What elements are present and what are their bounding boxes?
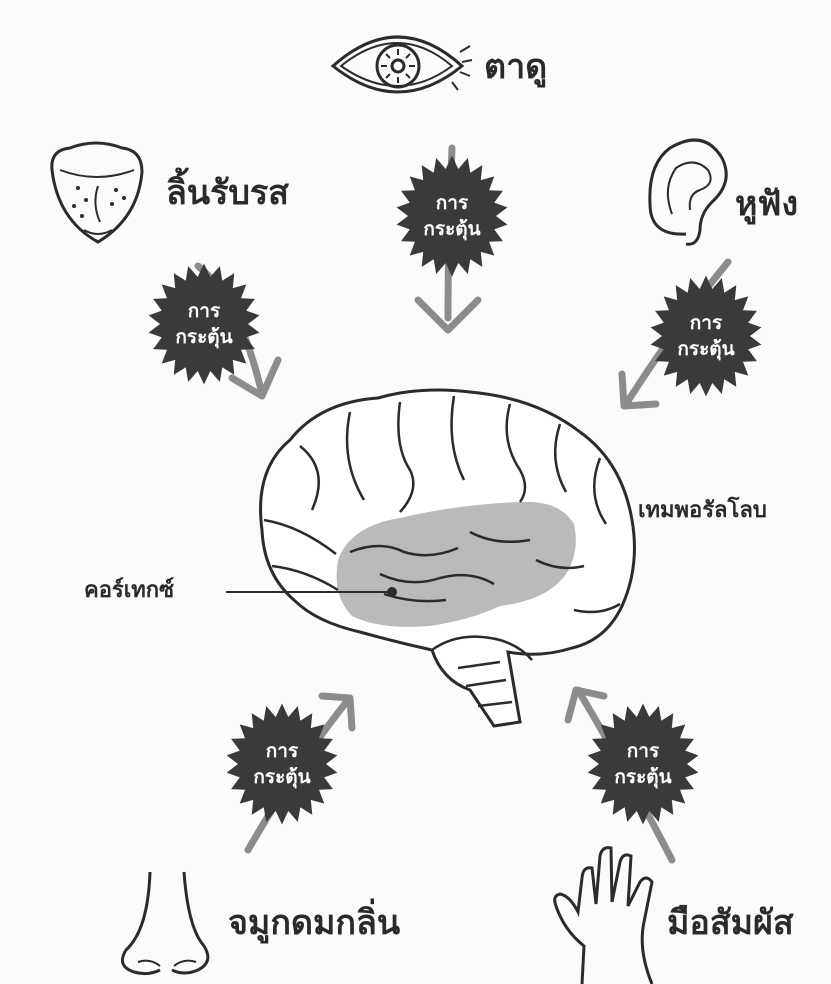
nose-label: จมูกดมกลิ่น bbox=[228, 906, 400, 940]
ear-label: หูฟัง bbox=[735, 187, 798, 221]
burst-line2: กระตุ้น bbox=[588, 764, 698, 790]
burst-text-eye: การ กระตุ้น bbox=[397, 190, 507, 242]
tongue-label: ลิ้นรับรส bbox=[166, 176, 289, 210]
eye-label: ตาดู bbox=[484, 50, 547, 84]
eye-icon bbox=[333, 37, 472, 92]
brain bbox=[226, 390, 634, 726]
burst-line2: กระตุ้น bbox=[149, 324, 259, 350]
temporal-lobe-label: เทมพอรัลโลบ bbox=[638, 500, 767, 522]
cortex-point bbox=[387, 587, 397, 597]
burst-line2: กระตุ้น bbox=[397, 216, 507, 242]
burst-line2: กระตุ้น bbox=[227, 764, 337, 790]
burst-line2: กระตุ้น bbox=[651, 336, 761, 362]
burst-text-hand: การ กระตุ้น bbox=[588, 738, 698, 790]
burst-line1: การ bbox=[397, 190, 507, 216]
burst-line1: การ bbox=[588, 738, 698, 764]
burst-line1: การ bbox=[227, 738, 337, 764]
hand-icon bbox=[555, 848, 652, 984]
ear-icon bbox=[650, 140, 726, 244]
cortex-label: คอร์เทกซ์ bbox=[84, 580, 174, 602]
burst-text-nose: การ กระตุ้น bbox=[227, 738, 337, 790]
burst-line1: การ bbox=[651, 310, 761, 336]
nose-icon bbox=[122, 872, 207, 974]
burst-text-ear: การ กระตุ้น bbox=[651, 310, 761, 362]
tongue-icon bbox=[52, 143, 142, 242]
burst-line1: การ bbox=[149, 298, 259, 324]
burst-text-tongue: การ กระตุ้น bbox=[149, 298, 259, 350]
hand-label: มือสัมผัส bbox=[667, 906, 794, 940]
